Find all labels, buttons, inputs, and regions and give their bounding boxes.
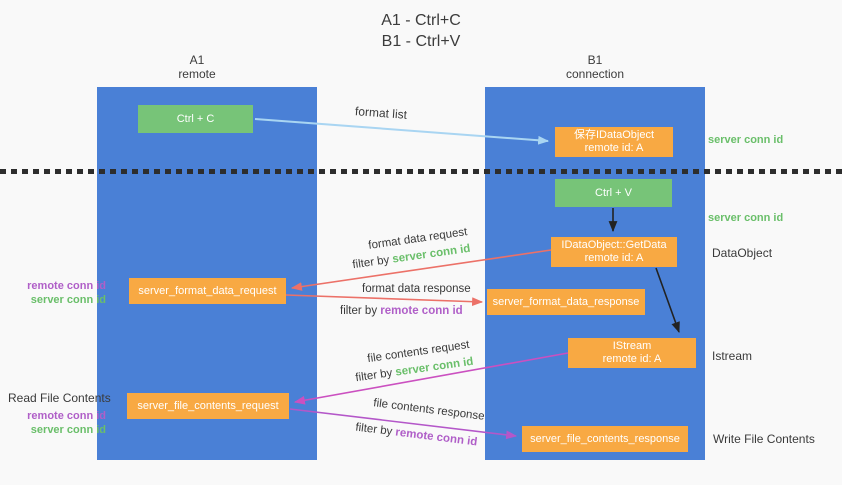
filter-by-text: filter by bbox=[354, 421, 397, 439]
node-getdata-line1: IDataObject::GetData bbox=[561, 239, 667, 251]
node-save-idataobject: 保存IDataObject remote id: A bbox=[555, 127, 673, 157]
label-remote-conn-id-left-2: remote conn id bbox=[27, 410, 106, 422]
node-ctrl-v-label: Ctrl + V bbox=[595, 186, 632, 199]
node-istream-line1: IStream bbox=[612, 340, 652, 352]
title-line-1: A1 - Ctrl+C bbox=[381, 12, 461, 29]
label-filter-by-remote-conn-1: filter by remote conn id bbox=[340, 305, 463, 317]
node-format-response-label: server_format_data_response bbox=[492, 295, 640, 308]
left-conn-id-group-1: remote conn id server conn id bbox=[8, 279, 106, 307]
column-b1-subtitle: connection bbox=[565, 67, 625, 81]
column-a1-title: A1 bbox=[189, 53, 205, 67]
node-ctrl-v: Ctrl + V bbox=[555, 179, 672, 207]
remote-conn-id-text: remote conn id bbox=[394, 426, 478, 449]
title-line-2: B1 - Ctrl+V bbox=[381, 33, 461, 50]
remote-conn-id-text: remote conn id bbox=[380, 305, 463, 317]
node-istream-line2: remote id: A bbox=[602, 353, 662, 365]
node-istream: IStream remote id: A bbox=[568, 338, 696, 368]
label-write-file-contents: Write File Contents bbox=[713, 432, 815, 446]
dotted-separator bbox=[0, 169, 842, 174]
node-server-file-contents-response: server_file_contents_response bbox=[522, 426, 688, 452]
node-getdata-line2: remote id: A bbox=[584, 252, 644, 264]
column-b1-title: B1 bbox=[587, 53, 603, 67]
node-format-request-label: server_format_data_request bbox=[138, 284, 277, 297]
node-save-idataobject-line2: remote id: A bbox=[584, 142, 644, 154]
left-conn-id-group-2: remote conn id server conn id bbox=[8, 409, 106, 437]
filter-by-text: filter by bbox=[340, 305, 381, 317]
label-dataobject: DataObject bbox=[712, 246, 773, 260]
node-ctrl-c-label: Ctrl + C bbox=[176, 112, 215, 125]
column-a1-subtitle: remote bbox=[178, 67, 216, 81]
node-save-idataobject-line1: 保存IDataObject bbox=[573, 129, 655, 141]
label-server-conn-id-left-2: server conn id bbox=[30, 424, 106, 436]
filter-by-text: filter by bbox=[351, 253, 394, 272]
label-read-file-contents: Read File Contents bbox=[8, 391, 111, 405]
read-file-contents-group: Read File Contents bbox=[8, 391, 111, 405]
label-format-list: format list bbox=[354, 104, 408, 122]
column-header-a1: A1 remote bbox=[87, 53, 307, 81]
node-file-response-label: server_file_contents_response bbox=[530, 432, 680, 445]
label-server-conn-id-left-1: server conn id bbox=[30, 294, 106, 306]
node-server-file-contents-request: server_file_contents_request bbox=[127, 393, 289, 419]
label-format-data-response: format data response bbox=[362, 283, 471, 295]
label-filter-by-remote-conn-2: filter by remote conn id bbox=[355, 422, 478, 449]
node-server-format-data-request: server_format_data_request bbox=[129, 278, 286, 304]
node-file-request-label: server_file_contents_request bbox=[137, 399, 279, 412]
column-header-b1: B1 connection bbox=[485, 53, 705, 81]
diagram-title: A1 - Ctrl+C B1 - Ctrl+V bbox=[0, 10, 842, 52]
label-remote-conn-id-left-1: remote conn id bbox=[27, 280, 106, 292]
node-idataobject-getdata: IDataObject::GetData remote id: A bbox=[551, 237, 677, 267]
node-server-format-data-response: server_format_data_response bbox=[487, 289, 645, 315]
label-server-conn-id-right-2: server conn id bbox=[708, 212, 784, 224]
node-ctrl-c: Ctrl + C bbox=[138, 105, 253, 133]
label-server-conn-id-right-1: server conn id bbox=[708, 134, 784, 146]
label-file-contents-response: file contents response bbox=[372, 397, 486, 423]
label-istream: Istream bbox=[712, 349, 753, 363]
filter-by-text: filter by bbox=[354, 366, 397, 385]
